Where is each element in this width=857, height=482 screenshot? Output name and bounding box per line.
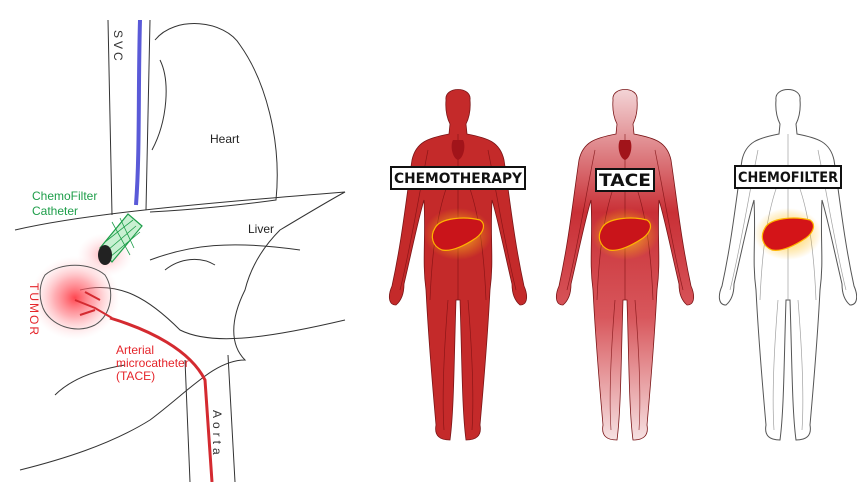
liver-lobe-line [150,245,300,260]
catheter-label-line2: Catheter [32,204,78,218]
liver-branch-2 [165,259,215,270]
heart-outline [150,24,277,212]
figure-label: CHEMOTHERAPY [394,171,523,187]
tumor-label: TUMOR [27,283,41,337]
figure-label: CHEMOFILTER [738,170,838,186]
tumor-glow [30,256,120,340]
heart-label: Heart [210,132,240,146]
body-figure-1: CHEMOTHERAPY [389,90,526,441]
body-figure-2: TACE [556,90,693,441]
aorta-label: Aorta [210,410,224,459]
microcatheter-label-line3: (TACE) [116,369,155,383]
svc-label: SVC [111,30,125,64]
figure-label: TACE [599,171,651,191]
catheter-label-line1: ChemoFilter [32,189,97,203]
svc-catheter-line [136,20,140,205]
microcatheter-label-line1: Arterial [116,343,154,357]
microcatheter-label-line2: microcatheter [116,356,189,370]
liver-branch-1 [55,365,125,395]
liver-label: Liver [248,222,274,236]
heart-inner [152,60,166,150]
svg-text:TUMOR: TUMOR [27,283,41,337]
body-figures: CHEMOTHERAPY TACE CHEMOFILTER [389,90,856,441]
anatomy-diagram [15,20,345,482]
body-figure-3: CHEMOFILTER [719,90,856,441]
